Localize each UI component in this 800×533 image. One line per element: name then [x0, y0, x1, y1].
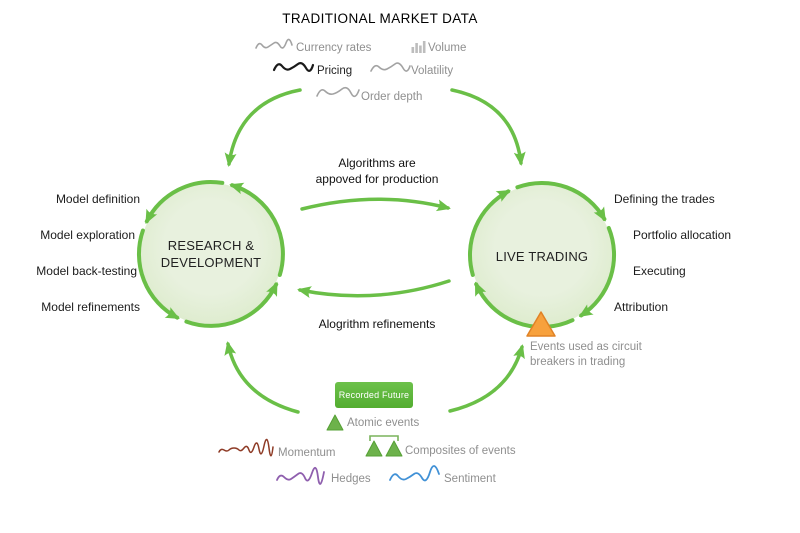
momentum-label: Momentum: [278, 447, 336, 459]
circuit-breaker-triangle-icon: [526, 311, 556, 337]
research-development-line2: DEVELOPMENT: [160, 255, 262, 270]
research-development-line1: RESEARCH &: [167, 238, 255, 253]
approved-for-production-caption: Algorithms are appoved for production: [277, 155, 477, 187]
rd-to-live-arrow-icon: [300, 197, 451, 212]
atomic-events-label: Atomic events: [347, 417, 420, 429]
currency-rates-label: Currency rates: [296, 42, 372, 54]
market-to-live-arrow-icon: [450, 88, 526, 166]
rd-cycle-arrows: [137, 180, 285, 328]
rd-arc-top-icon: [229, 182, 285, 277]
approved-caption-line1: Algorithms are: [338, 156, 416, 170]
composite-events-icon: [365, 435, 403, 457]
volatility-wave-icon: [370, 62, 411, 72]
composite-triangle-right-icon: [385, 440, 403, 457]
recorded-future-badge: Recorded Future: [335, 382, 413, 408]
sentiment-label: Sentiment: [444, 473, 496, 485]
events-to-live-arrow-icon: [448, 344, 525, 413]
rd-arc-left-icon: [144, 180, 225, 224]
hedges-label: Hedges: [331, 473, 371, 485]
events-to-rd-arrow-icon: [224, 341, 300, 414]
live-step-executing: Executing: [633, 264, 686, 278]
market-to-rd-arrow-icon: [224, 88, 302, 167]
flow-arrows: [224, 88, 526, 414]
page-title: TRADITIONAL MARKET DATA: [282, 11, 478, 26]
live-arc-right-icon: [578, 226, 617, 318]
order-depth-label: Order depth: [361, 91, 423, 103]
momentum-wave-icon: [218, 438, 274, 457]
pricing-label: Pricing: [317, 65, 353, 77]
algorithm-refinements-caption: Alogrithm refinements: [318, 317, 436, 331]
live-arc-bottom-icon: [474, 281, 575, 329]
research-development-circle: [140, 183, 282, 325]
composite-triangle-left-icon: [365, 440, 383, 457]
live-arc-left-icon: [467, 189, 511, 277]
research-development-label: RESEARCH & DEVELOPMENT: [131, 237, 291, 271]
composite-bracket-icon: [369, 435, 399, 441]
composites-of-events-label: Composites of events: [405, 445, 516, 457]
rd-arc-bottom-icon: [137, 228, 180, 320]
circuit-breaker-note-line1: Events used as circuit: [530, 341, 642, 353]
sentiment-wave-icon: [389, 465, 440, 482]
approved-caption-line2: appoved for production: [315, 172, 439, 186]
rd-step-model-refinements: Model refinements: [41, 300, 140, 314]
hedges-wave-icon: [276, 467, 325, 485]
volume-label: Volume: [428, 42, 467, 54]
live-cycle-arrows: [467, 180, 617, 329]
rd-step-model-back-testing: Model back-testing: [36, 264, 137, 278]
circuit-breaker-note-line2: breakers in trading: [530, 356, 626, 368]
volatility-label: Volatility: [411, 65, 454, 77]
live-trading-label: LIVE TRADING: [495, 249, 589, 264]
live-step-portfolio-allocation: Portfolio allocation: [633, 228, 732, 242]
rd-step-model-definition: Model definition: [55, 192, 140, 206]
live-step-defining-the-trades: Defining the trades: [614, 192, 715, 206]
rd-arc-right-icon: [184, 281, 279, 328]
circuit-breaker-note: Events used as circuit breakers in tradi…: [530, 340, 642, 370]
live-step-attribution: Attribution: [614, 300, 669, 314]
live-arc-top-icon: [515, 180, 607, 222]
atomic-event-triangle-icon: [326, 414, 344, 431]
live-trading-circle: [471, 184, 613, 326]
volume-bars-icon: [411, 41, 426, 53]
live-to-rd-arrow-icon: [297, 279, 451, 299]
rd-step-model-exploration: Model exploration: [40, 228, 135, 242]
order-depth-wave-icon: [316, 86, 360, 98]
currency-rates-wave-icon: [255, 38, 293, 49]
pricing-wave-icon: [272, 62, 315, 72]
